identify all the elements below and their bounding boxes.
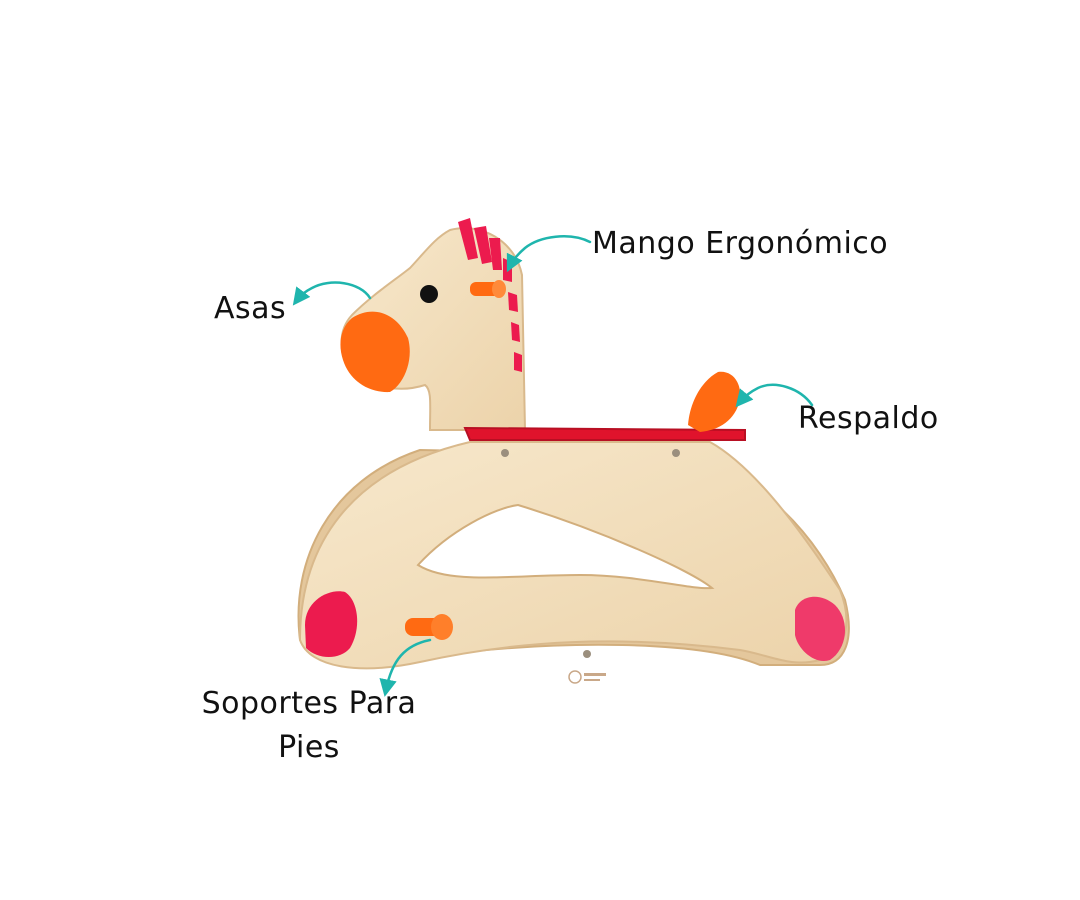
horse-eye	[420, 285, 438, 303]
arrow-footrests	[379, 638, 432, 697]
rocker-back-cap	[795, 596, 846, 661]
label-footrests: Soportes Para Pies	[201, 686, 417, 765]
screw	[501, 449, 509, 457]
footrest-peg	[405, 614, 453, 640]
label-grips: Asas	[214, 291, 287, 326]
rocker-cutout	[416, 503, 715, 590]
handle-peg	[470, 280, 506, 298]
arrow-backrest	[735, 383, 814, 408]
brand-logo	[568, 670, 606, 684]
label-ergonomic-handle: Mango Ergonómico	[592, 226, 889, 261]
horse-snout	[340, 311, 410, 393]
horse-mane	[458, 218, 522, 372]
label-backrest: Respaldo	[798, 401, 939, 436]
rocker-front-cap	[305, 591, 358, 657]
screw	[583, 650, 591, 658]
arrow-handle	[506, 235, 592, 273]
arrow-grips	[292, 281, 372, 306]
screw	[672, 449, 680, 457]
horse-backrest	[688, 371, 741, 432]
horse-seat	[463, 426, 746, 441]
